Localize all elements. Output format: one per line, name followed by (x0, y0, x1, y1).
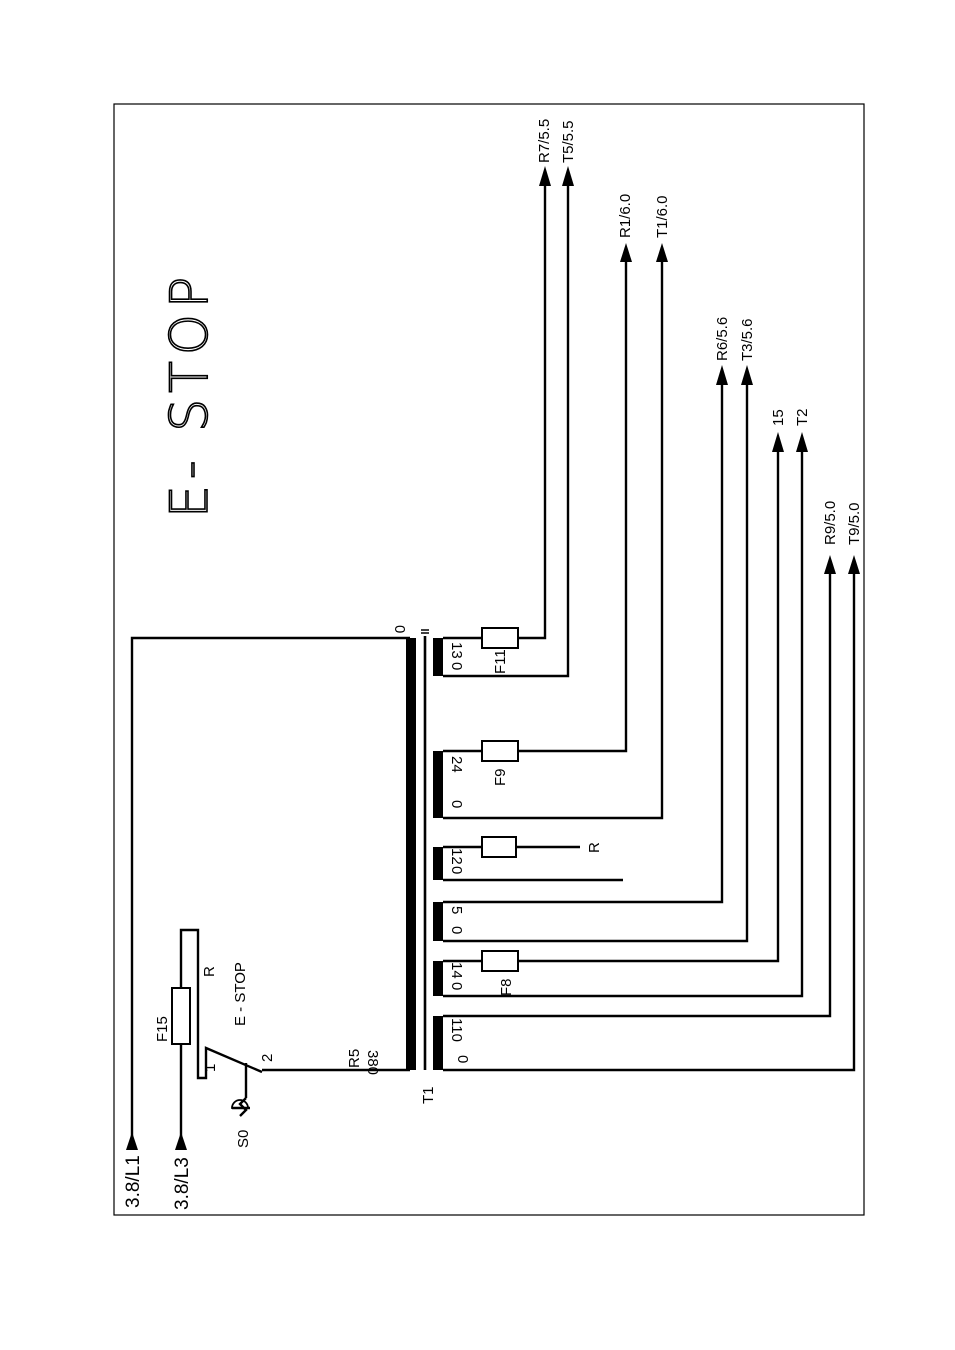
arrow-t1 (656, 243, 668, 262)
secondary-12-zero: 0 (448, 866, 465, 874)
transformer-primary-label: R5 (346, 1049, 363, 1068)
secondary-winding-5 (433, 902, 443, 941)
diagram-title: E- STOP (160, 271, 220, 518)
wire-r7 (443, 182, 545, 638)
arrow-t9 (848, 555, 860, 574)
transformer-primary-tap: 380 (364, 1050, 381, 1075)
transformer-core-cap (421, 630, 429, 633)
transformer-name: T1 (420, 1086, 437, 1104)
arrow-t5 (562, 166, 574, 186)
arrow-15 (772, 432, 784, 452)
output-t9-label: T9/5.0 (846, 502, 863, 545)
switch-label: E - STOP (232, 962, 249, 1026)
output-15-label: 15 (770, 409, 787, 426)
wire-t1 (443, 258, 662, 818)
fuse-f15-label: F15 (154, 1016, 171, 1042)
secondary-13-zero: 0 (448, 662, 465, 670)
secondary-5-tap: 5 (448, 906, 465, 914)
fuse-f11-label: F11 (492, 649, 509, 674)
fuse-f9 (482, 741, 518, 761)
wire-15 (443, 448, 778, 961)
fuse-f11 (482, 628, 518, 648)
secondary-24-tap: 24 (448, 756, 465, 773)
secondary-110-tap: 110 (448, 1018, 465, 1042)
secondary-winding-13 (433, 638, 443, 676)
secondary-winding-14 (433, 961, 443, 996)
secondary-14-zero: 0 (448, 982, 465, 990)
secondary-14-tap: 14 (448, 962, 465, 979)
secondary-13-tap: 13 (448, 642, 465, 659)
secondary-winding-110 (433, 1016, 443, 1070)
drawing-frame (114, 104, 864, 1215)
arrow-t3 (741, 365, 753, 385)
fuse-12 (482, 837, 516, 857)
arrow-r6 (716, 365, 728, 385)
transformer-common: 0 (391, 625, 408, 633)
switch-name: S0 (235, 1130, 252, 1148)
wire-t5 (443, 182, 568, 676)
secondary-5-zero: 0 (448, 926, 465, 934)
fuse-f15 (172, 988, 190, 1044)
arrow-t2 (796, 432, 808, 452)
fuse-f9-label: F9 (492, 768, 509, 786)
secondary-winding-24 (433, 751, 443, 818)
output-t5-label: T5/5.5 (560, 120, 577, 163)
transformer-primary-winding (406, 638, 416, 1070)
arrow-r9 (824, 555, 836, 574)
output-r6-label: R6/5.6 (714, 317, 731, 361)
fuse-f8 (482, 951, 518, 971)
supply-l3-label: 3.8/L3 (172, 1157, 193, 1210)
secondary-winding-12 (433, 847, 443, 880)
switch-r-label: R (201, 966, 218, 977)
supply-l1-label: 3.8/L1 (123, 1155, 144, 1208)
output-t3-label: T3/5.6 (739, 318, 756, 361)
switch-pin-2: 2 (259, 1054, 276, 1062)
output-t2-label: T2 (794, 408, 811, 426)
output-r1-label: R1/6.0 (617, 194, 634, 238)
output-t1-label: T1/6.0 (654, 195, 671, 238)
secondary-12-tap: 12 (448, 848, 465, 865)
switch-pin-1: 1 (202, 1064, 219, 1072)
output-r9-label: R9/5.0 (822, 501, 839, 545)
secondary-110-zero: 0 (454, 1055, 471, 1063)
arrow-r7 (539, 166, 551, 186)
fuse-f8-label: F8 (498, 978, 515, 996)
tap12-r-label: R (586, 842, 603, 853)
secondary-24-zero: 0 (448, 800, 465, 808)
output-r7-label: R7/5.5 (536, 119, 553, 163)
arrow-r1 (620, 243, 632, 262)
